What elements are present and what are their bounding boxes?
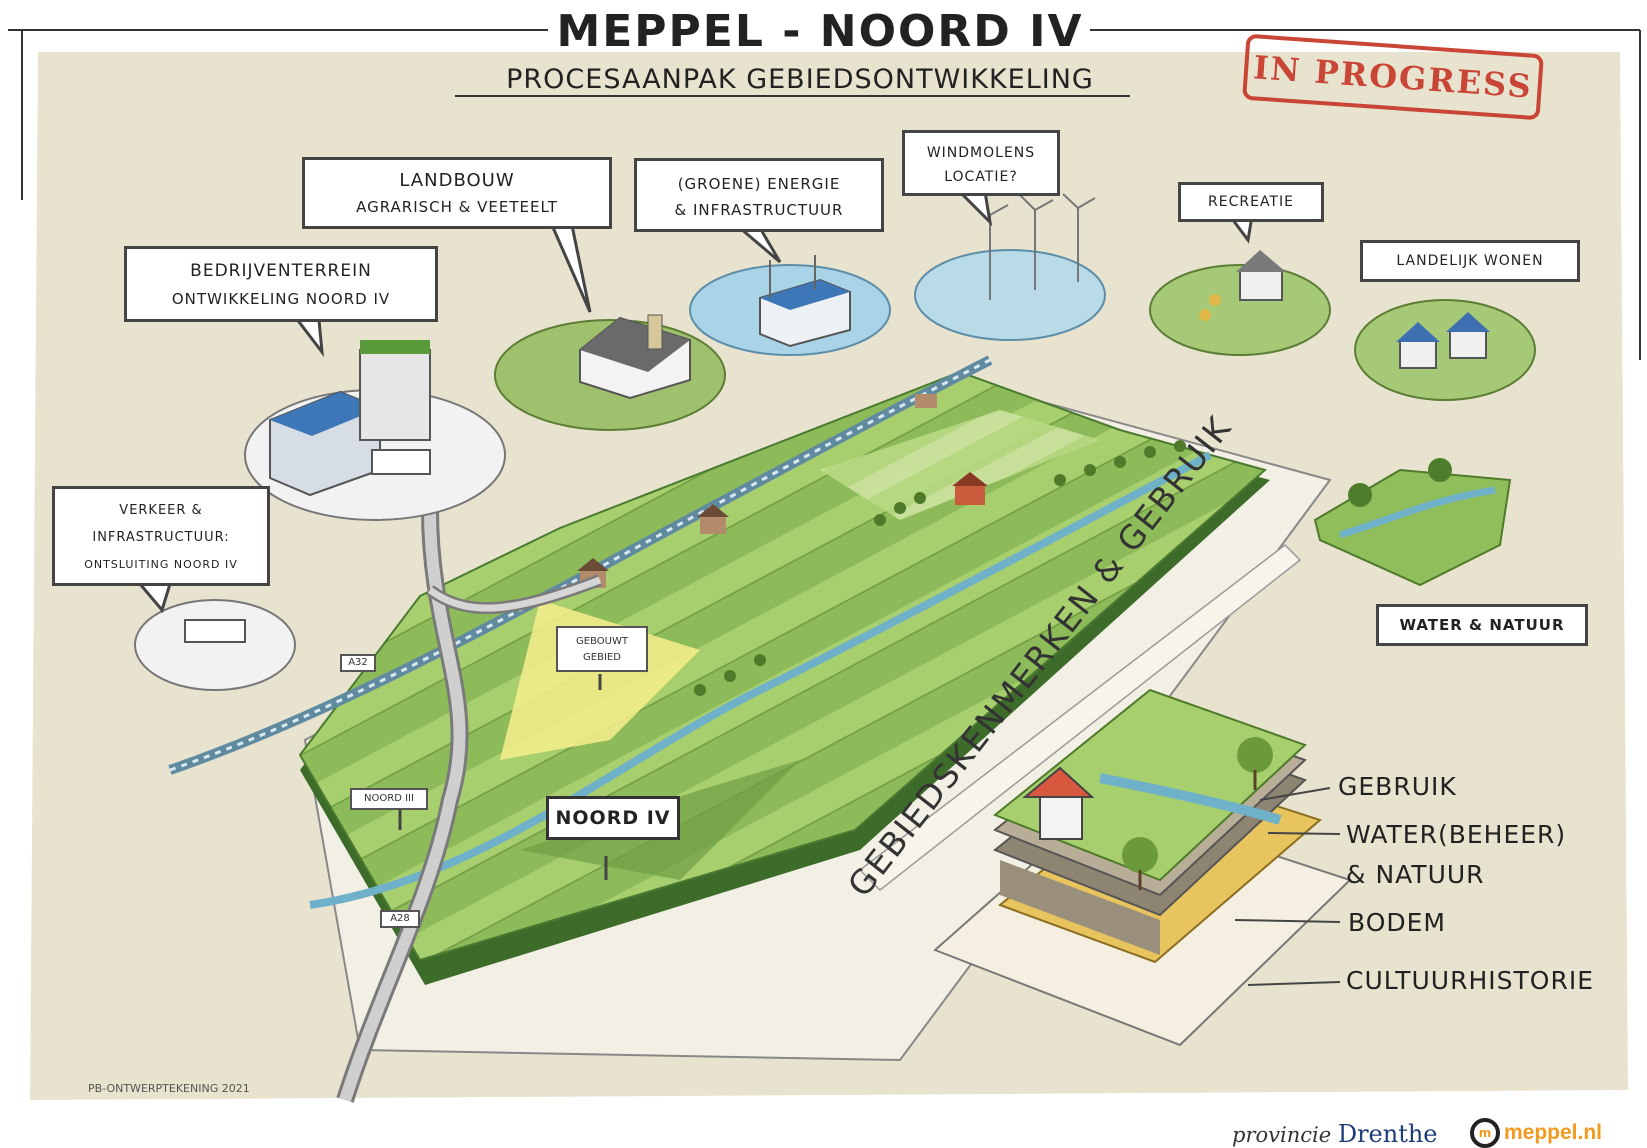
layer-label-gebruik: GEBRUIK [1338, 772, 1457, 801]
drenthe-prefix: provincie [1232, 1123, 1332, 1147]
callout-recreatie: RECREATIE [1178, 182, 1324, 222]
callout-landelijk-wonen: LANDELIJK WONEN [1360, 240, 1580, 282]
highway [336, 509, 603, 1103]
callout-bedrijventerrein-line-1: BEDRIJVENTERREIN [190, 261, 372, 281]
callout-recreatie-line-1: RECREATIE [1208, 194, 1294, 210]
sign-gebied: GEBOUWT GEBIED [556, 626, 648, 672]
callout-verkeer-line-1: VERKEER & [119, 503, 203, 518]
sign-gebied-line-1: GEBOUWT [576, 636, 628, 647]
page-frame [8, 29, 1641, 360]
artist-credit: PB-ONTWERPTEKENING 2021 [88, 1082, 250, 1095]
sign-posts [398, 674, 608, 880]
island-wonen [1354, 299, 1536, 401]
drenthe-name: Drenthe [1337, 1120, 1438, 1148]
island-bedrijventerrein [244, 340, 506, 521]
island-recreatie [1149, 250, 1331, 356]
layer-leaders [1234, 787, 1341, 986]
callout-verkeer-line-2: INFRASTRUCTUUR: [92, 530, 230, 545]
callout-bedrijventerrein-line-2: ONTWIKKELING NOORD IV [171, 290, 391, 308]
page-title: MEPPEL - NOORD IV [556, 6, 1084, 57]
callout-energie-line-2: & INFRASTRUCTUUR [674, 201, 844, 219]
layer-label-natuur: & NATUUR [1346, 860, 1485, 889]
callout-water-natuur: WATER & NATUUR [1376, 604, 1588, 646]
meppel-logo: m meppel.nl [1470, 1118, 1602, 1148]
sign-noord-iii: NOORD III [350, 788, 428, 810]
layer-label-cultuurhistorie: CULTUURHISTORIE [1346, 966, 1595, 995]
meppel-logo-text: meppel.nl [1504, 1121, 1603, 1144]
island-landbouw [494, 314, 726, 431]
island-energie [689, 255, 891, 356]
page-subtitle: PROCESAANPAK GEBIEDSONTWIKKELING [506, 64, 1094, 95]
callout-landbouw-line-1: LANDBOUW [399, 170, 515, 191]
callout-verkeer-line-3: ONTSLUITING NOORD IV [84, 558, 238, 571]
meppel-logo-icon: m [1470, 1118, 1500, 1148]
soil-cross-section [933, 688, 1352, 1047]
sign-noord-iv: NOORD IV [546, 796, 680, 840]
callout-windmolens: WINDMOLENS LOCATIE? [902, 130, 1060, 196]
callout-energie: (GROENE) ENERGIE & INFRASTRUCTUUR [634, 158, 884, 232]
callout-verkeer: VERKEER & INFRASTRUCTUUR: ONTSLUITING NO… [52, 486, 270, 586]
callout-windmolens-line-1: WINDMOLENS [926, 145, 1036, 161]
sign-highway-2: A28 [380, 910, 420, 928]
sign-highway-1: A32 [340, 654, 376, 672]
callout-energie-line-1: (GROENE) ENERGIE [677, 175, 841, 193]
sign-gebied-line-2: GEBIED [583, 652, 621, 663]
provincie-drenthe-logo: provincie Drenthe [1232, 1120, 1438, 1148]
farmhouses [577, 394, 988, 588]
callout-bedrijventerrein: BEDRIJVENTERREIN ONTWIKKELING NOORD IV [124, 246, 438, 322]
layer-label-bodem: BODEM [1348, 908, 1447, 937]
island-water-natuur [1313, 458, 1512, 587]
callout-landbouw-line-2: AGRARISCH & VEETEELT [356, 198, 558, 216]
callout-landbouw: LANDBOUW AGRARISCH & VEETEELT [302, 157, 612, 229]
island-verkeer [134, 599, 296, 691]
callout-wonen-line-1: LANDELIJK WONEN [1396, 253, 1544, 269]
callout-windmolens-line-2: LOCATIE? [944, 169, 1018, 185]
callout-water-natuur-line-1: WATER & NATUUR [1399, 616, 1565, 634]
layer-label-water-beheer: WATER(BEHEER) [1346, 820, 1567, 849]
